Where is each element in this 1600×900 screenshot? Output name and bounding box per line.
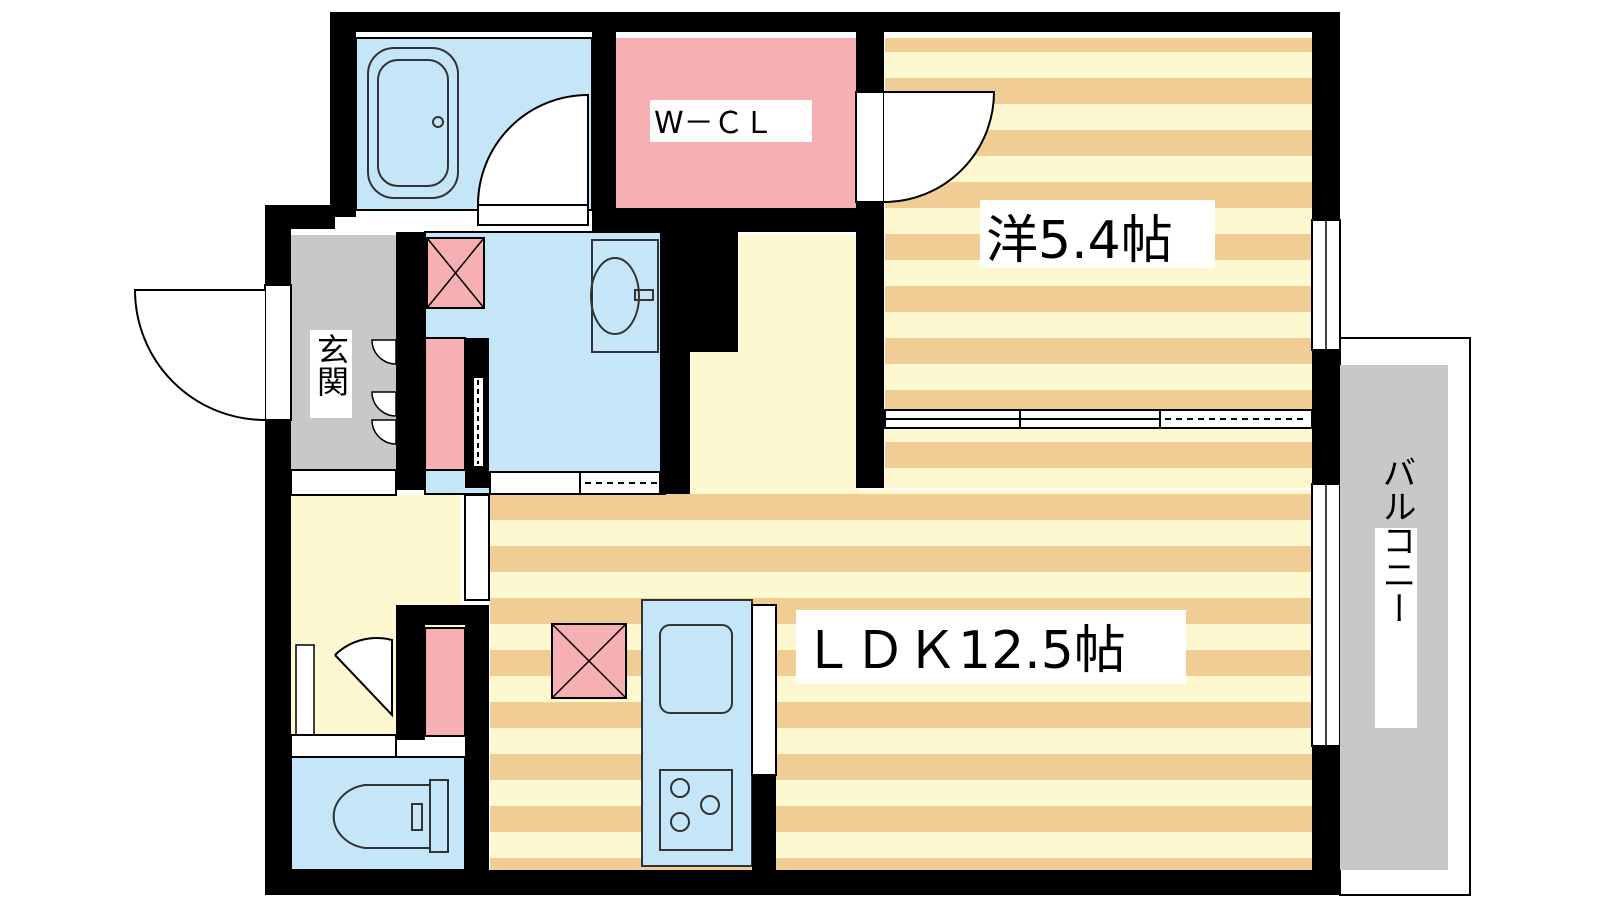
entry-door-swing <box>133 289 266 421</box>
shoe-cabinet <box>424 337 466 471</box>
toilet-door-swing <box>334 637 393 718</box>
walls <box>265 12 1340 895</box>
washbasin-counter <box>591 239 659 353</box>
balcony-label: バルコニー <box>1376 455 1416 625</box>
toilet <box>332 784 431 849</box>
bathroom-door-swing <box>477 93 589 206</box>
kitchen-sink <box>659 624 733 714</box>
toilet-room <box>290 756 466 871</box>
ldk-label: ＬＤＫ12.5帖 <box>802 621 1126 681</box>
ldk-floor-upper <box>885 428 1312 488</box>
western-room-label: 洋5.4帖 <box>986 211 1173 271</box>
walk-in-closet-label: W－ＣＬ <box>654 106 774 141</box>
closet-door-swing <box>883 91 996 203</box>
washroom-sliding-door <box>489 471 661 495</box>
washbasin <box>590 257 640 335</box>
entrance-label: 玄関 <box>312 333 350 397</box>
bathtub <box>367 47 459 199</box>
corridor-storage <box>424 627 466 737</box>
kitchen-counter <box>641 599 753 867</box>
stove <box>659 769 733 851</box>
